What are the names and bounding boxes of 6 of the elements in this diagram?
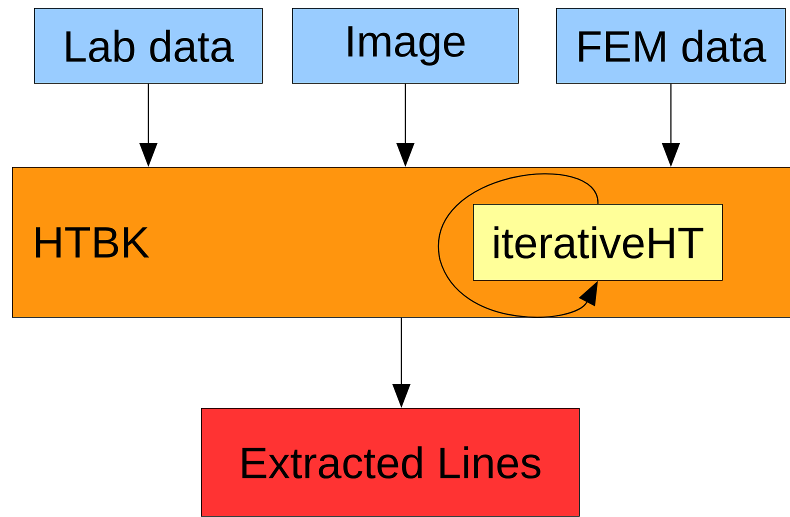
source-box: FEM data — [556, 8, 786, 84]
output-box: Extracted Lines — [201, 408, 580, 517]
arrow — [438, 174, 598, 318]
source-box: Lab data — [34, 8, 263, 84]
process-box: iterativeHT — [473, 204, 723, 281]
source-box: Image — [292, 8, 519, 84]
